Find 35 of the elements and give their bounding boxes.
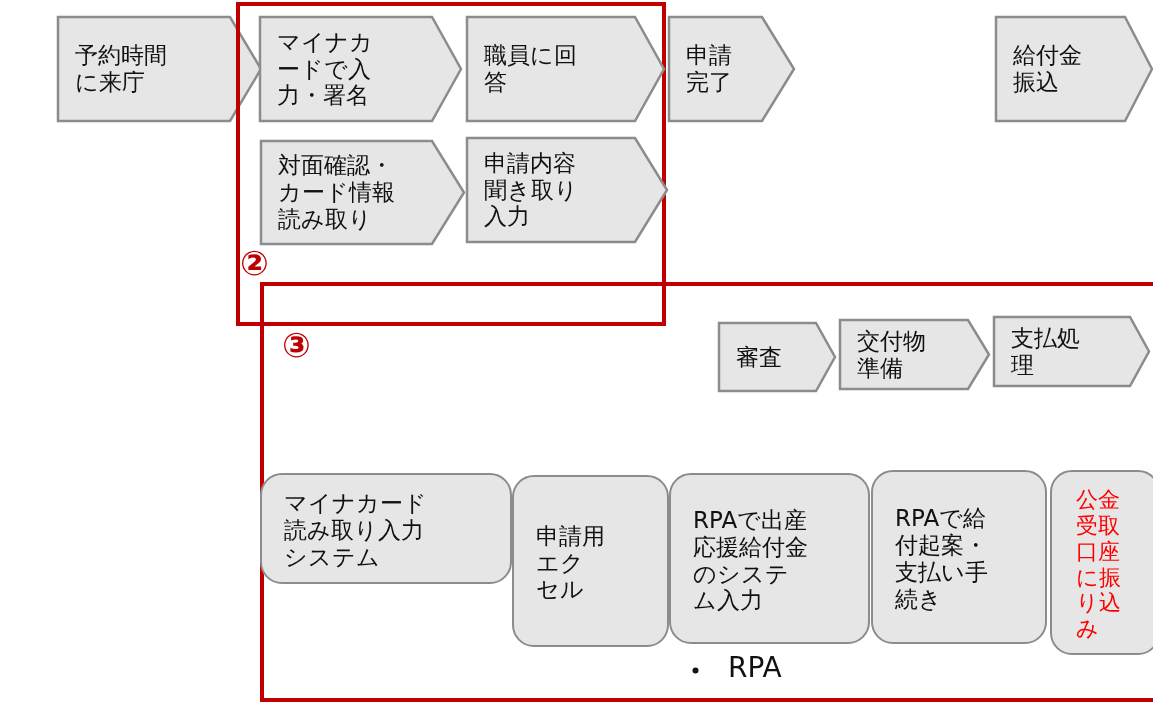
- step-label: 交付物準備: [857, 327, 927, 382]
- step-label: 申請内容聞き取り入力: [484, 149, 579, 231]
- step-label: 職員に回答: [484, 42, 578, 96]
- chevron-step: [839, 319, 990, 390]
- highlight-frame: [260, 282, 1153, 702]
- circled-number: ②: [240, 246, 269, 280]
- step-label: 審査: [736, 343, 783, 371]
- bullet-text: RPA: [728, 652, 782, 685]
- rounded-box: [669, 473, 870, 644]
- step-label: RPAで給付起案・支払い手続き: [895, 505, 989, 613]
- chevron-step: [995, 16, 1153, 122]
- chevron-step: [466, 16, 665, 122]
- chevron-step: [259, 16, 462, 122]
- step-label: RPAで出産応援給付金のシステム入力: [693, 506, 809, 615]
- step-label: 対面確認・カード情報読み取り: [278, 152, 396, 233]
- step-label: 申請用エクセル: [536, 522, 606, 604]
- chevron-step: [668, 16, 795, 122]
- step-label: 公金受取口座に振り込み: [1076, 487, 1122, 642]
- circled-number: ③: [282, 328, 311, 362]
- rounded-box: [260, 473, 512, 584]
- chevron-step: [466, 137, 668, 243]
- highlight-frame: [236, 2, 666, 326]
- step-label: 申請完了: [686, 42, 733, 96]
- chevron-step: [718, 322, 836, 392]
- rounded-box: [512, 475, 669, 647]
- rounded-box: [871, 470, 1047, 644]
- chevron-step: [260, 140, 465, 245]
- chevron-step: [57, 16, 262, 122]
- step-label: マイナカード読み取り入力システム: [284, 490, 428, 571]
- rounded-box: [1050, 470, 1153, 655]
- step-label: 予約時間に来庁: [75, 42, 168, 96]
- step-label: 支払処理: [1011, 324, 1081, 379]
- chevron-step: [993, 316, 1150, 387]
- step-label: 給付金振込: [1013, 42, 1083, 96]
- step-label: マイナカードで入力・署名: [277, 28, 374, 110]
